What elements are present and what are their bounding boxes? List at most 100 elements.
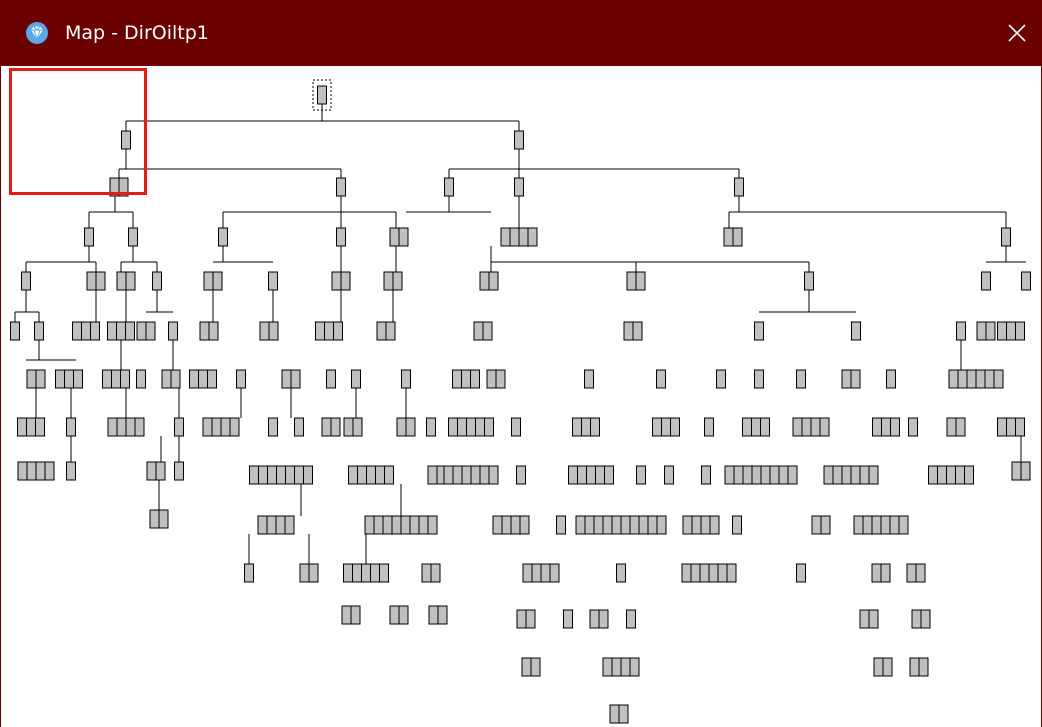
- tree-node[interactable]: [586, 465, 596, 485]
- tree-node[interactable]: [530, 657, 541, 677]
- tree-node[interactable]: [873, 657, 884, 677]
- tree-node[interactable]: [997, 321, 1007, 341]
- tree-node[interactable]: [880, 515, 891, 535]
- tree-node[interactable]: [937, 465, 947, 485]
- tree-node[interactable]: [616, 563, 626, 583]
- tree-node[interactable]: [452, 369, 462, 389]
- tree-node[interactable]: [751, 417, 761, 437]
- tree-node[interactable]: [421, 563, 432, 583]
- tree-node[interactable]: [911, 609, 922, 629]
- tree-node[interactable]: [379, 563, 389, 583]
- tree-node[interactable]: [549, 563, 560, 583]
- tree-node[interactable]: [623, 321, 634, 341]
- tree-node[interactable]: [321, 417, 332, 437]
- tree-node[interactable]: [760, 417, 770, 437]
- tree-node[interactable]: [284, 515, 295, 535]
- tree-node[interactable]: [290, 369, 301, 389]
- tree-node[interactable]: [55, 369, 65, 389]
- tree-node[interactable]: [851, 321, 861, 341]
- tree-node[interactable]: [218, 227, 228, 247]
- tree-node[interactable]: [267, 465, 277, 485]
- tree-node[interactable]: [577, 465, 587, 485]
- tree-node[interactable]: [116, 321, 126, 341]
- tree-node[interactable]: [134, 417, 145, 437]
- tree-node[interactable]: [611, 657, 622, 677]
- tree-node[interactable]: [754, 321, 764, 341]
- tree-node[interactable]: [514, 130, 524, 150]
- tree-node[interactable]: [519, 515, 530, 535]
- tree-node[interactable]: [285, 465, 295, 485]
- tree-node[interactable]: [299, 563, 310, 583]
- tree-node[interactable]: [146, 461, 157, 481]
- tree-node[interactable]: [21, 271, 31, 291]
- tree-node[interactable]: [145, 321, 156, 341]
- tree-node[interactable]: [199, 321, 210, 341]
- tree-node[interactable]: [518, 227, 529, 247]
- tree-node[interactable]: [244, 563, 254, 583]
- tree-node[interactable]: [444, 177, 454, 197]
- tree-node[interactable]: [521, 657, 532, 677]
- tree-node[interactable]: [918, 657, 929, 677]
- tree-node[interactable]: [189, 369, 199, 389]
- tree-node[interactable]: [909, 657, 920, 677]
- tree-node[interactable]: [632, 321, 643, 341]
- tree-node[interactable]: [376, 321, 387, 341]
- tree-node[interactable]: [352, 563, 362, 583]
- tree-node[interactable]: [203, 271, 214, 291]
- tree-node[interactable]: [229, 417, 240, 437]
- tree-node[interactable]: [389, 227, 400, 247]
- tree-node[interactable]: [391, 515, 402, 535]
- tree-node[interactable]: [525, 609, 536, 629]
- tree-node[interactable]: [259, 321, 270, 341]
- tree-node[interactable]: [584, 515, 595, 535]
- tree-node[interactable]: [635, 271, 646, 291]
- tree-node[interactable]: [1006, 321, 1016, 341]
- tree-node[interactable]: [409, 515, 420, 535]
- tree-node[interactable]: [656, 515, 667, 535]
- tree-node[interactable]: [486, 369, 497, 389]
- tree-node[interactable]: [482, 321, 493, 341]
- tree-node[interactable]: [593, 515, 604, 535]
- tree-node[interactable]: [26, 369, 37, 389]
- tree-node[interactable]: [966, 369, 977, 389]
- tree-node[interactable]: [152, 271, 162, 291]
- tree-node[interactable]: [333, 321, 343, 341]
- tree-node[interactable]: [35, 369, 46, 389]
- tree-node[interactable]: [700, 515, 711, 535]
- tree-node[interactable]: [125, 417, 136, 437]
- tree-node[interactable]: [461, 369, 471, 389]
- tree-node[interactable]: [598, 609, 609, 629]
- tree-node[interactable]: [976, 321, 987, 341]
- title-bar[interactable]: Map - DirOiltp1: [1, 0, 1042, 66]
- tree-node[interactable]: [908, 417, 918, 437]
- tree-node[interactable]: [611, 515, 622, 535]
- tree-node[interactable]: [868, 609, 879, 629]
- tree-node[interactable]: [652, 417, 662, 437]
- tree-node[interactable]: [682, 515, 693, 535]
- tree-node[interactable]: [373, 515, 384, 535]
- tree-node[interactable]: [128, 227, 138, 247]
- tree-node[interactable]: [563, 609, 573, 629]
- tree-node[interactable]: [964, 465, 974, 485]
- tree-node[interactable]: [73, 369, 83, 389]
- tree-node[interactable]: [427, 515, 438, 535]
- tree-node[interactable]: [602, 657, 613, 677]
- tree-node[interactable]: [796, 369, 806, 389]
- tree-node[interactable]: [384, 465, 394, 485]
- tree-node[interactable]: [810, 417, 821, 437]
- tree-node[interactable]: [733, 465, 744, 485]
- tree-node[interactable]: [889, 515, 900, 535]
- tree-node[interactable]: [220, 417, 231, 437]
- tree-node[interactable]: [984, 369, 995, 389]
- tree-node[interactable]: [336, 227, 346, 247]
- tree-node[interactable]: [430, 563, 441, 583]
- tree-node[interactable]: [405, 417, 416, 437]
- tree-node[interactable]: [385, 321, 396, 341]
- tree-node[interactable]: [516, 465, 526, 485]
- tree-node[interactable]: [1021, 271, 1031, 291]
- tree-node[interactable]: [540, 563, 551, 583]
- tree-node[interactable]: [620, 515, 631, 535]
- tree-node[interactable]: [955, 465, 965, 485]
- tree-node[interactable]: [1015, 417, 1025, 437]
- tree-node[interactable]: [35, 461, 46, 481]
